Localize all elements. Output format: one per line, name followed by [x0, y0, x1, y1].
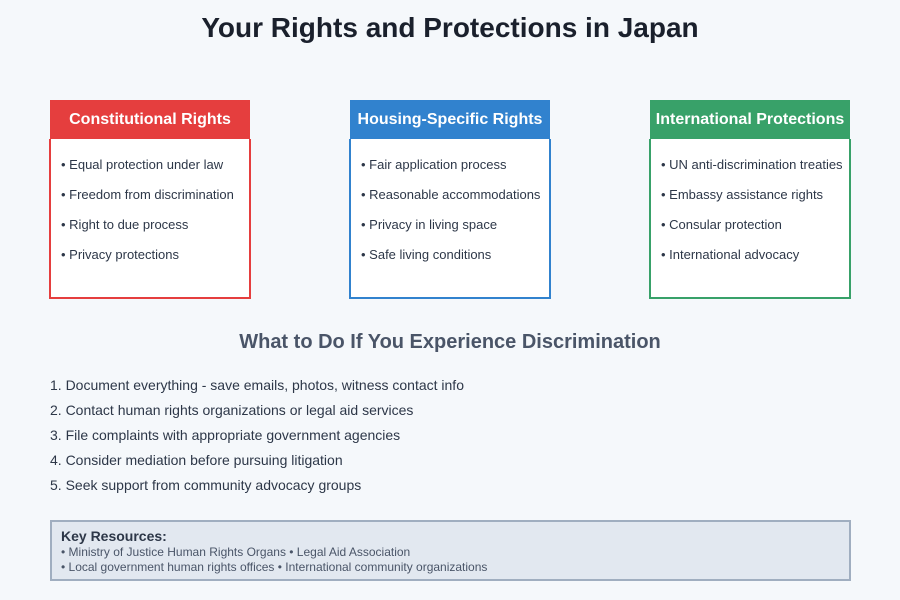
- card-body: • Equal protection under law • Freedom f…: [49, 139, 251, 299]
- list-item: • Consular protection: [661, 217, 782, 232]
- card-body: • Fair application process • Reasonable …: [349, 139, 551, 299]
- list-item: • International advocacy: [661, 247, 800, 262]
- list-item: • Privacy protections: [61, 247, 179, 262]
- page-title: Your Rights and Protections in Japan: [201, 12, 699, 43]
- key-resources-title: Key Resources:: [61, 528, 167, 544]
- card-body: • UN anti-discrimination treaties • Emba…: [649, 139, 851, 299]
- list-item: • Embassy assistance rights: [661, 187, 824, 202]
- card-international-protections: International Protections • UN anti-disc…: [649, 100, 851, 300]
- card-housing-specific-rights: Housing-Specific Rights • Fair applicati…: [349, 100, 551, 300]
- list-item: • Right to due process: [61, 217, 189, 232]
- list-item: • Reasonable accommodations: [361, 187, 541, 202]
- list-item: • Safe living conditions: [361, 247, 492, 262]
- card-constitutional-rights: Constitutional Rights • Equal protection…: [49, 100, 251, 300]
- list-item: • Equal protection under law: [61, 157, 224, 172]
- card-header: International Protections: [650, 100, 850, 140]
- step-item: 2. Contact human rights organizations or…: [50, 402, 414, 418]
- step-item: 3. File complaints with appropriate gove…: [50, 427, 401, 443]
- step-item: 4. Consider mediation before pursuing li…: [50, 452, 343, 468]
- list-item: • Freedom from discrimination: [61, 187, 234, 202]
- list-item: • UN anti-discrimination treaties: [661, 157, 843, 172]
- step-item: 1. Document everything - save emails, ph…: [50, 377, 464, 393]
- resource-line: • Local government human rights offices …: [61, 560, 488, 574]
- key-resources-box: Key Resources: • Ministry of Justice Hum…: [50, 520, 851, 581]
- list-item: • Fair application process: [361, 157, 507, 172]
- discrimination-heading: What to Do If You Experience Discriminat…: [239, 331, 661, 353]
- card-header: Housing-Specific Rights: [350, 100, 550, 140]
- resource-line: • Ministry of Justice Human Rights Organ…: [61, 545, 411, 559]
- step-item: 5. Seek support from community advocacy …: [50, 477, 362, 493]
- card-header: Constitutional Rights: [50, 100, 250, 140]
- list-item: • Privacy in living space: [361, 217, 498, 232]
